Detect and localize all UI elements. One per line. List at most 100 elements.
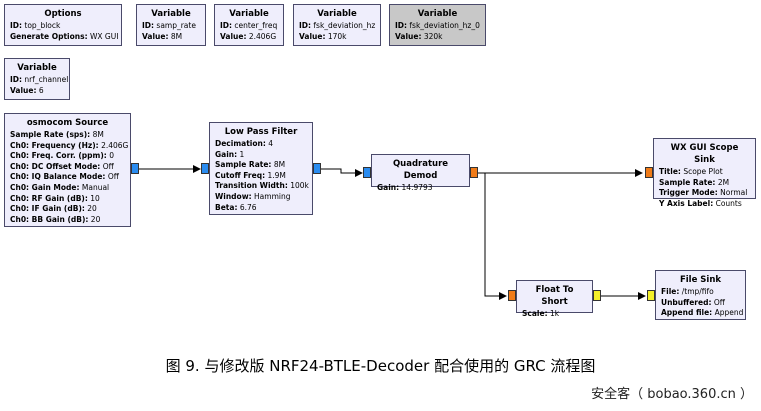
param-key: Append file: — [661, 308, 713, 318]
lpf-input-port[interactable] — [201, 163, 209, 174]
block-param: ID: nrf_channel — [10, 75, 68, 86]
param-value: 10 — [90, 193, 100, 203]
lpf-output-port[interactable] — [313, 163, 321, 174]
param-key: ID: — [10, 21, 23, 30]
block-title: File Sink — [679, 275, 722, 285]
block-param: ID: samp_rate — [142, 21, 200, 32]
osmocom-output-port[interactable] — [131, 163, 139, 174]
param-key: Sample Rate: — [659, 177, 716, 187]
param-value: Normal — [720, 188, 748, 198]
param-value: 170k — [327, 31, 347, 41]
param-value: 2.406G — [248, 31, 277, 41]
param-key: Decimation: — [215, 139, 266, 148]
param-key: Sample Rate (sps): — [10, 130, 91, 139]
param-value: 8M — [273, 160, 286, 170]
block-param: Ch0: DC Offset Mode: Off — [10, 162, 125, 173]
param-key: Value: — [10, 85, 37, 95]
block-title: Variable — [317, 9, 357, 19]
param-key: Gain: — [377, 183, 400, 192]
block-param: Gain: 14.9793 — [377, 183, 464, 194]
scope-input-port[interactable] — [645, 167, 653, 178]
param-value: fsk_deviation_hz_0 — [409, 21, 480, 30]
block-param: Window: Hamming — [215, 192, 307, 203]
param-key: ID: — [395, 21, 408, 30]
param-value: 320k — [423, 31, 443, 41]
param-value: WX GUI — [89, 31, 119, 41]
block-param: Unbuffered: Off — [661, 298, 740, 309]
param-key: Trigger Mode: — [659, 188, 718, 198]
block-param: Ch0: Gain Mode: Manual — [10, 183, 125, 194]
f2s-input-port[interactable] — [508, 290, 516, 301]
param-key: Title: — [659, 167, 681, 176]
quad-input-port[interactable] — [363, 167, 371, 178]
block-param: Append file: Append — [661, 308, 743, 319]
param-key: Value: — [299, 31, 326, 41]
param-value: Append — [714, 308, 744, 318]
param-key: Transition Width: — [215, 181, 288, 191]
param-value: nrf_channel — [24, 75, 69, 84]
param-key: Cutoff Freq: — [215, 170, 266, 180]
block-param: Sample Rate (sps): 8M — [10, 130, 125, 141]
param-key: Value: — [395, 31, 422, 41]
block-title: Variable — [417, 9, 458, 19]
param-value: 2M — [717, 177, 730, 187]
block-param: Value: 6 — [10, 86, 64, 97]
param-value: 1 — [239, 149, 245, 159]
block-param: Ch0: IF Gain (dB): 20 — [10, 204, 125, 215]
param-value: 6.76 — [239, 202, 257, 212]
block-title: Variable — [229, 9, 269, 19]
param-key: Ch0: IF Gain (dB): — [10, 204, 85, 214]
block-title: Options — [44, 9, 82, 19]
block-param: Ch0: BB Gain (dB): 20 — [10, 215, 125, 226]
param-key: Ch0: DC Offset Mode: — [10, 161, 101, 171]
param-key: Sample Rate: — [215, 160, 272, 170]
param-key: Ch0: RF Gain (dB): — [10, 193, 88, 203]
param-value: /tmp/fifo — [681, 287, 714, 296]
param-key: Ch0: Frequency (Hz): — [10, 140, 99, 150]
block-title: Quadrature Demod — [392, 159, 449, 181]
block-param: Y Axis Label: Counts — [659, 199, 750, 210]
param-key: ID: — [220, 21, 233, 30]
quad-output-port[interactable] — [470, 167, 478, 178]
param-key: Unbuffered: — [661, 297, 712, 307]
param-key: Ch0: BB Gain (dB): — [10, 214, 89, 224]
filesink-input-port[interactable] — [647, 290, 655, 301]
param-value: 8M — [92, 130, 104, 139]
param-value: 100k — [290, 181, 309, 191]
param-value: 6 — [38, 85, 44, 95]
block-param: Ch0: Frequency (Hz): 2.406G — [10, 140, 128, 152]
f2s-output-port[interactable] — [593, 290, 601, 301]
param-value: Counts — [715, 198, 742, 208]
block-param: ID: fsk_deviation_hz_0 — [395, 21, 480, 32]
block-param: Ch0: Freq. Corr. (ppm): 0 — [10, 151, 125, 162]
block-title: Low Pass Filter — [224, 127, 298, 137]
param-value: samp_rate — [156, 21, 196, 30]
block-param: Decimation: 4 — [215, 139, 307, 150]
param-value: 4 — [268, 139, 274, 148]
param-key: Scale: — [522, 309, 548, 318]
param-value: fsk_deviation_hz — [313, 21, 376, 30]
block-param: Scale: 1k — [522, 309, 587, 320]
block-param: Title: Scope Plot — [659, 167, 750, 178]
block-param: Sample Rate: 2M — [659, 178, 750, 189]
block-param: ID: top_block — [10, 21, 116, 32]
block-param: Cutoff Freq: 1.9M — [215, 171, 307, 182]
wire-lpf-quad — [321, 168, 363, 177]
param-value: Off — [107, 172, 119, 182]
watermark: 安全客（ bobao.360.cn ） — [591, 387, 753, 402]
block-title: Variable — [151, 9, 191, 19]
param-value: 8M — [170, 31, 183, 41]
param-value: 20 — [90, 214, 101, 224]
